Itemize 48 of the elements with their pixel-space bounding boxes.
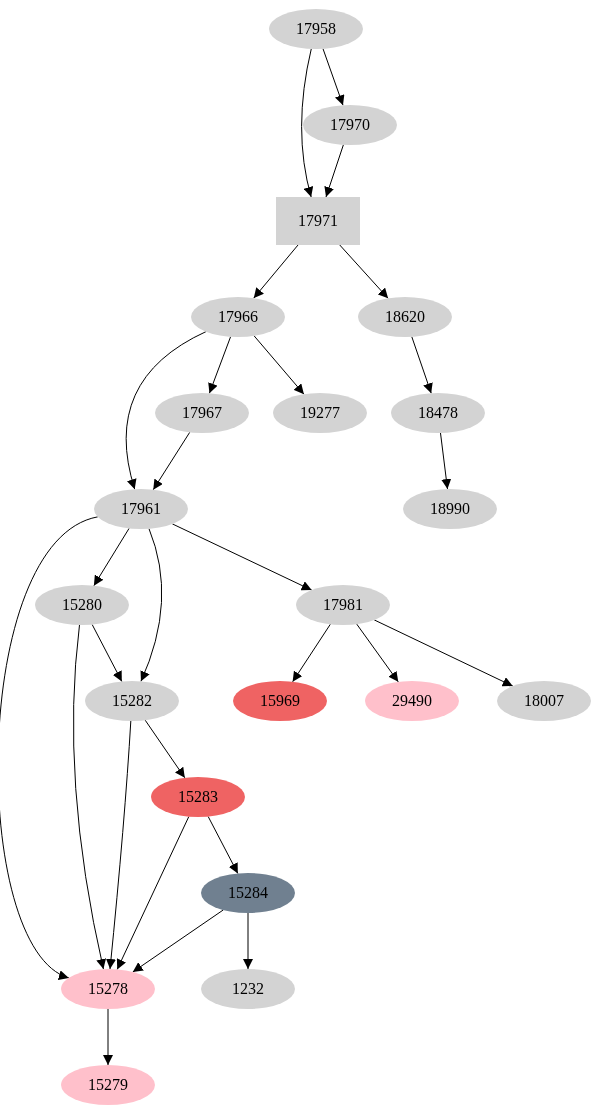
ellipse-node: 15969: [233, 681, 327, 721]
ellipse-node: 17961: [94, 489, 188, 529]
arrow: [0, 516, 99, 979]
arrow: [91, 624, 123, 682]
arrow: [301, 48, 314, 198]
ellipse-node: 17966: [191, 297, 285, 337]
arrow: [339, 244, 389, 299]
arrow: [152, 431, 191, 491]
arrow: [73, 624, 107, 970]
ellipse-node: 15280: [35, 585, 129, 625]
arrow: [411, 336, 433, 394]
ellipse-node: 17958: [269, 9, 363, 49]
ellipse-node: 15283: [151, 777, 245, 817]
rectangle-node: 17971: [276, 197, 360, 245]
arrow: [106, 720, 132, 970]
arrow: [93, 527, 130, 587]
ellipse-node: 15284: [201, 873, 295, 913]
arrow: [125, 331, 207, 490]
ellipse-node: 15279: [61, 1065, 155, 1105]
ellipse-node: 18007: [497, 681, 591, 721]
arrow: [140, 528, 163, 682]
ellipse-node: 18620: [358, 297, 452, 337]
arrow: [440, 432, 452, 490]
arrow: [253, 335, 305, 395]
arrow: [324, 144, 344, 198]
ellipse-node: 17970: [303, 105, 397, 145]
ellipse-node: 29490: [365, 681, 459, 721]
arrow: [253, 244, 299, 299]
arrow: [116, 816, 190, 970]
arrow: [144, 719, 186, 779]
arrow: [171, 523, 313, 591]
ellipse-node: 1232: [201, 969, 295, 1009]
ellipse-node: 17981: [296, 585, 390, 625]
arrow: [292, 623, 331, 683]
arrow: [103, 1008, 113, 1066]
ellipse-node: 15278: [61, 969, 155, 1009]
arrow: [132, 909, 224, 973]
ellipse-node: 19277: [273, 393, 367, 433]
arrow: [322, 48, 345, 106]
ellipse-node: 15282: [85, 681, 179, 721]
arrow: [208, 336, 232, 394]
arrow: [356, 623, 399, 683]
arrow: [373, 619, 514, 687]
ellipse-node: 18478: [391, 393, 485, 433]
ellipse-node: 18990: [403, 489, 497, 529]
arrow: [207, 816, 239, 874]
arrow: [243, 912, 253, 970]
ellipse-node: 17967: [155, 393, 249, 433]
